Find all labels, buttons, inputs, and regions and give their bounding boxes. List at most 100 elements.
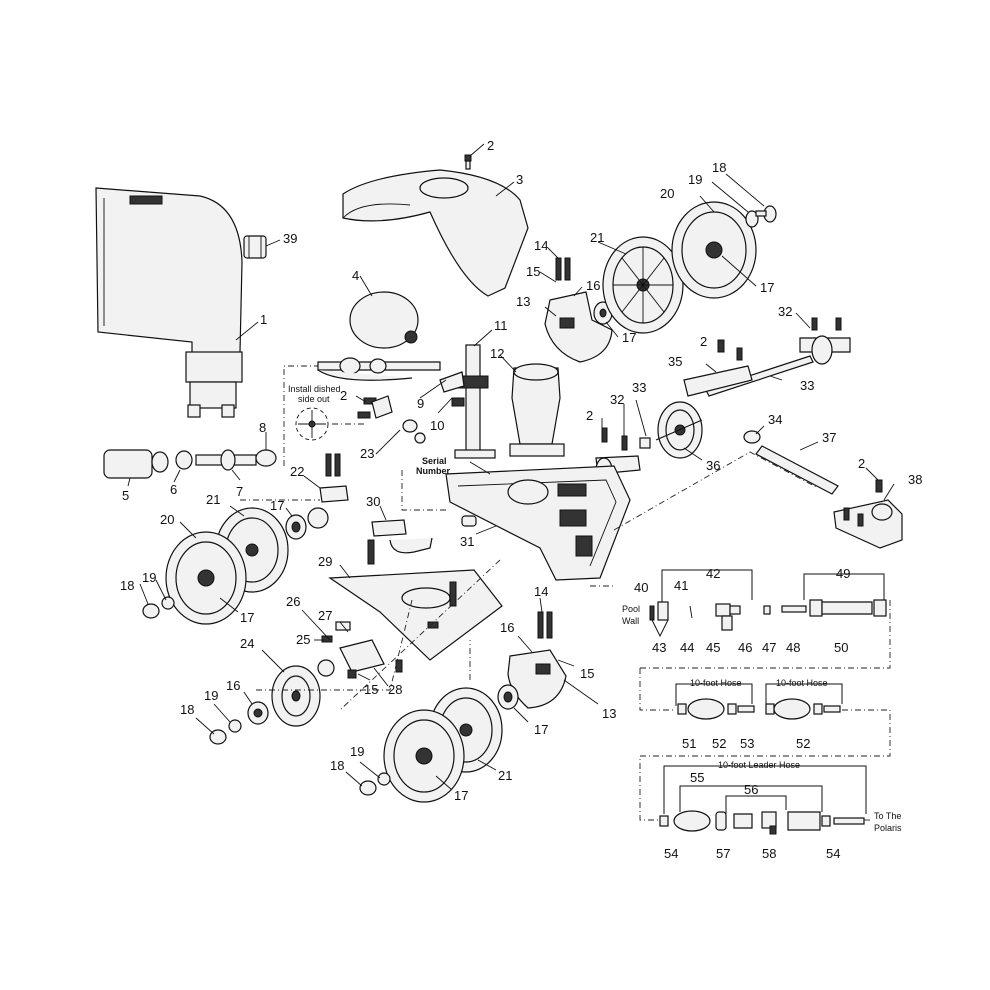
callout-18: 18 — [120, 578, 134, 593]
callout-19: 19 — [688, 172, 702, 187]
part-bottom-plate — [328, 569, 503, 661]
callout-8: 8 — [259, 420, 266, 435]
callout-32: 32 — [778, 304, 792, 319]
callout-17: 17 — [534, 722, 548, 737]
callout-43: 43 — [652, 640, 666, 655]
callout-48: 48 — [786, 640, 800, 655]
callout-18: 18 — [180, 702, 194, 717]
part-hose-connector — [367, 519, 433, 565]
callout-21: 21 — [498, 768, 512, 783]
part-hose-row2 — [677, 698, 841, 720]
part-drive-shaft-upper — [705, 355, 814, 397]
label-side-out: side out — [298, 394, 330, 404]
callout-17: 17 — [760, 280, 774, 295]
callout-31: 31 — [460, 534, 474, 549]
callout-20: 20 — [660, 186, 674, 201]
part-drive-gear — [655, 401, 703, 459]
callout-7: 7 — [236, 484, 243, 499]
callout-38: 38 — [908, 472, 922, 487]
callout-35: 35 — [668, 354, 682, 369]
callout-19: 19 — [142, 570, 156, 585]
part-clip — [243, 235, 267, 259]
part-tire-lower — [383, 709, 465, 803]
callout-17: 17 — [454, 788, 468, 803]
leader-lines — [127, 143, 895, 791]
callout-57: 57 — [716, 846, 730, 861]
callout-47: 47 — [762, 640, 776, 655]
callout-26: 26 — [286, 594, 300, 609]
callout-49: 49 — [836, 566, 850, 581]
callout-45: 45 — [706, 640, 720, 655]
callout-23: 23 — [360, 446, 374, 461]
callout-58: 58 — [762, 846, 776, 861]
part-hose-fittings-row1 — [649, 599, 887, 631]
callout-24: 24 — [240, 636, 254, 651]
callout-15: 15 — [364, 682, 378, 697]
part-debris-bag — [95, 187, 243, 418]
part-screw — [464, 154, 472, 170]
part-bearing-lower-left — [247, 701, 269, 725]
part-bearing-left — [285, 514, 307, 540]
part-screws-35 — [717, 339, 743, 361]
part-washer-screw-lower-left — [209, 719, 242, 745]
callout-52: 52 — [796, 736, 810, 751]
part-tube-assembly — [317, 344, 496, 459]
callout-22: 22 — [290, 464, 304, 479]
callout-56: 56 — [744, 782, 758, 797]
callout-16: 16 — [500, 620, 514, 635]
callout-1: 1 — [260, 312, 267, 327]
callout-2: 2 — [586, 408, 593, 423]
part-fitting-9-10 — [439, 371, 465, 407]
callout-54: 54 — [664, 846, 678, 861]
callout-numbers: 2 3 18 19 20 39 21 14 15 4 16 17 13 32 1… — [120, 138, 922, 861]
callout-6: 6 — [170, 482, 177, 497]
callout-33: 33 — [800, 378, 814, 393]
part-float — [349, 291, 419, 349]
part-chassis — [445, 465, 631, 581]
callout-46: 46 — [738, 640, 752, 655]
part-screws-23 — [357, 395, 426, 444]
callout-19: 19 — [350, 744, 364, 759]
label-polaris: Polaris — [874, 823, 902, 833]
callout-28: 28 — [388, 682, 402, 697]
callout-17: 17 — [622, 330, 636, 345]
callout-41: 41 — [674, 578, 688, 593]
callout-10: 10 — [430, 418, 444, 433]
part-pump-housing — [509, 363, 565, 457]
part-wheel-upper — [602, 236, 684, 334]
callout-50: 50 — [834, 640, 848, 655]
callout-4: 4 — [352, 268, 359, 283]
callout-51: 51 — [682, 736, 696, 751]
callout-9: 9 — [417, 396, 424, 411]
callout-30: 30 — [366, 494, 380, 509]
part-tire-upper — [671, 201, 757, 299]
label-wall: Wall — [622, 616, 639, 626]
callout-17: 16 — [226, 678, 240, 693]
text-labels: Install dished side out Serial Number Po… — [288, 384, 902, 833]
callout-15: 15 — [580, 666, 594, 681]
part-tire-left — [165, 531, 247, 625]
callout-18: 18 — [330, 758, 344, 773]
callout-34: 34 — [768, 412, 782, 427]
part-bearing-lower-right — [497, 684, 519, 710]
callout-2: 2 — [487, 138, 494, 153]
callout-11: 11 — [494, 318, 508, 333]
callout-5: 5 — [122, 488, 129, 503]
label-install-dished: Install dished — [288, 384, 341, 394]
callout-36: 36 — [706, 458, 720, 473]
part-washer-screw-lower — [359, 772, 391, 796]
callout-39: 39 — [283, 231, 297, 246]
callout-25: 25 — [296, 632, 310, 647]
callout-17: 17 — [270, 498, 284, 513]
callout-53: 53 — [740, 736, 754, 751]
callout-18: 18 — [712, 160, 726, 175]
callout-13: 13 — [602, 706, 616, 721]
label-leader-hose: 10-foot Leader Hose — [718, 760, 800, 770]
callout-44: 44 — [680, 640, 694, 655]
assembly-dash-lines — [240, 365, 891, 821]
callout-12: 12 — [490, 346, 504, 361]
callout-2: 2 — [858, 456, 865, 471]
label-hose-a: 10-foot Hose — [690, 678, 742, 688]
part-lower-skid — [507, 611, 567, 709]
